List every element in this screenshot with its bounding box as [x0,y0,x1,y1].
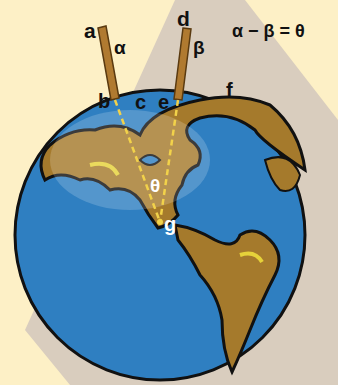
angle-label: α [114,38,126,57]
angle-label: β [193,38,205,57]
ray-line [160,100,178,222]
south-america [175,225,279,372]
globe [15,90,305,380]
point-label: c [135,92,146,112]
north-america [41,97,305,228]
highlight [240,254,262,262]
point-label: e [158,92,169,112]
point-label: b [98,91,110,111]
point-label: g [164,214,176,234]
point-label: f [226,80,233,100]
ray-line [115,100,160,222]
shine [50,110,210,210]
point-label: d [177,8,190,29]
europe-africa [265,157,300,191]
stick-d [174,28,191,100]
point-label: a [84,20,96,41]
center-point [157,219,163,225]
formula: α − β = θ [232,22,305,40]
angle-label: θ [150,176,160,195]
